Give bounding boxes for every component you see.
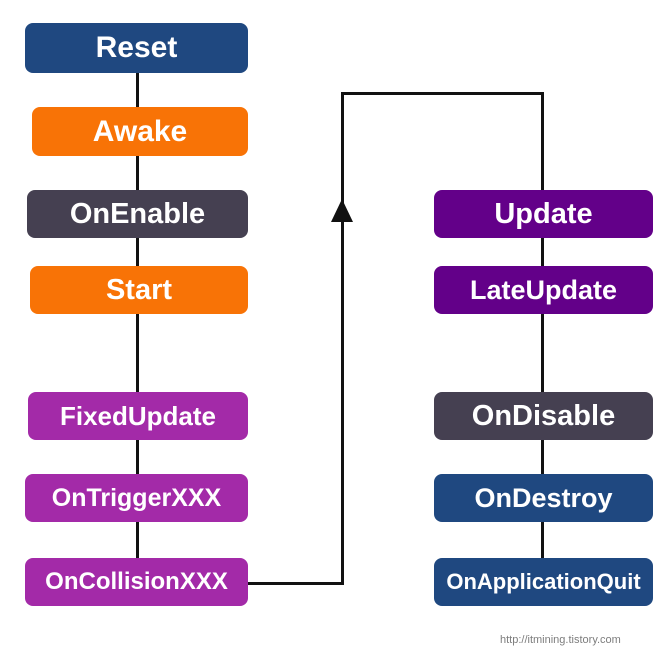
node-late-update[interactable]: LateUpdate	[434, 266, 653, 314]
node-awake[interactable]: Awake	[32, 107, 248, 156]
node-start[interactable]: Start	[30, 266, 248, 314]
connector-right-spine	[541, 92, 544, 558]
node-on-collision-xxx[interactable]: OnCollisionXXX	[25, 558, 248, 606]
node-on-trigger-xxx[interactable]: OnTriggerXXX	[25, 474, 248, 522]
node-on-destroy[interactable]: OnDestroy	[434, 474, 653, 522]
node-label: OnEnable	[69, 197, 206, 230]
node-label: OnDisable	[471, 399, 616, 432]
node-label: LateUpdate	[469, 274, 618, 305]
node-label: OnDestroy	[474, 482, 613, 513]
source-watermark: http://itmining.tistory.com	[500, 634, 621, 646]
node-reset[interactable]: Reset	[25, 23, 248, 73]
node-on-enable[interactable]: OnEnable	[27, 190, 248, 238]
node-on-application-quit[interactable]: OnApplicationQuit	[434, 558, 653, 606]
node-label: Start	[105, 273, 173, 306]
node-label: OnApplicationQuit	[446, 569, 641, 594]
connector-loop-top	[341, 92, 544, 95]
node-label: OnTriggerXXX	[51, 483, 222, 512]
arrow-up-icon	[331, 199, 353, 222]
node-label: OnCollisionXXX	[45, 568, 228, 595]
connector-loop-riser	[341, 92, 344, 584]
node-label: Awake	[92, 114, 188, 148]
connector-left-spine	[136, 73, 139, 558]
node-label: Update	[494, 197, 593, 230]
node-on-disable[interactable]: OnDisable	[434, 392, 653, 440]
connector-loop-bottom	[248, 582, 344, 585]
node-update[interactable]: Update	[434, 190, 653, 238]
node-fixed-update[interactable]: FixedUpdate	[28, 392, 248, 440]
node-label: FixedUpdate	[59, 401, 217, 431]
node-label: Reset	[95, 31, 178, 64]
